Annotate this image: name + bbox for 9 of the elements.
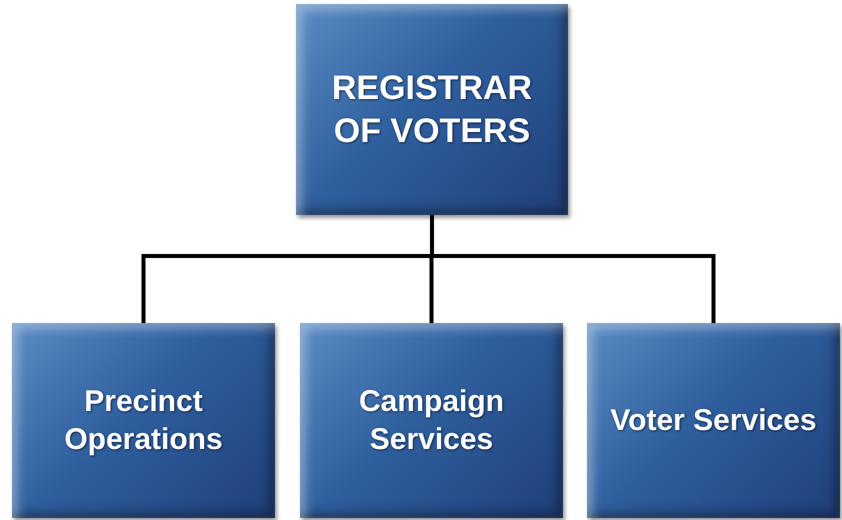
org-box xyxy=(296,4,568,215)
box-title: Voter Services xyxy=(610,402,817,439)
box-title: Precinct Operations xyxy=(63,384,224,458)
box-title: Campaign Services xyxy=(358,384,506,458)
box-title: REGISTRAR OF VOTERS xyxy=(330,68,534,152)
org-box xyxy=(587,323,840,518)
org-box xyxy=(300,323,563,518)
org-box xyxy=(12,323,275,518)
connector-line xyxy=(430,215,716,323)
